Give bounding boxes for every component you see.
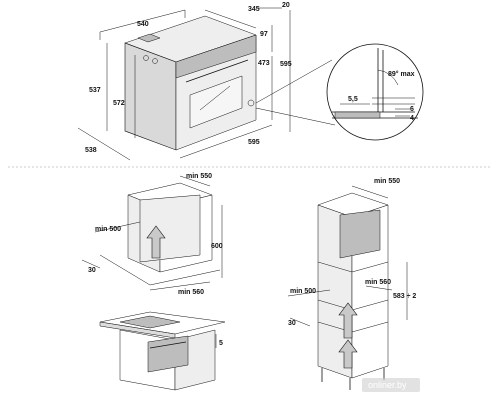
- dim-left-height: 537: [89, 87, 101, 94]
- dim-total-height: 595: [280, 61, 292, 68]
- dim-top-height: 97: [260, 31, 268, 38]
- under-counter-cabinet: [99, 182, 221, 286]
- uc-offset: 30: [88, 267, 96, 274]
- col-min-side: min 500: [290, 288, 316, 295]
- dim-depth-top: 345: [248, 6, 260, 13]
- watermark-text: onliner.by: [368, 380, 407, 390]
- uc-height: 600: [211, 243, 223, 250]
- detail-angle: 89° max: [388, 70, 415, 78]
- oven-drawing: [124, 15, 257, 151]
- detail-gap: 5,5: [348, 96, 358, 103]
- hob-gap: 5: [219, 340, 223, 347]
- col-offset: 30: [288, 320, 296, 327]
- detail-dim-a: 6: [410, 106, 414, 113]
- dim-inner-left-height: 572: [113, 100, 125, 107]
- dim-depth-bottom: 538: [85, 147, 97, 154]
- col-min-top: min 550: [374, 178, 400, 185]
- dim-door-offset: 20: [282, 2, 290, 9]
- uc-min-top: min 550: [186, 173, 212, 180]
- hob-installation: [99, 311, 226, 391]
- dim-inner-height: 473: [258, 60, 270, 67]
- oven-dimension-lines: [77, 7, 291, 161]
- dim-width-bottom: 595: [248, 139, 260, 146]
- col-height: 583 ÷ 2: [393, 293, 416, 300]
- under-counter-dimensions: [81, 175, 223, 291]
- column-dimensions: [287, 185, 408, 327]
- col-min-inner: min 560: [365, 279, 391, 286]
- uc-min-side: min 500: [95, 226, 121, 233]
- uc-min-bottom: min 560: [178, 289, 204, 296]
- dim-width-top: 540: [137, 21, 149, 28]
- detail-callout: [255, 43, 424, 141]
- watermark: onliner.by: [362, 378, 420, 392]
- detail-dim-b: 4: [410, 115, 414, 122]
- column-cabinet: [317, 192, 389, 390]
